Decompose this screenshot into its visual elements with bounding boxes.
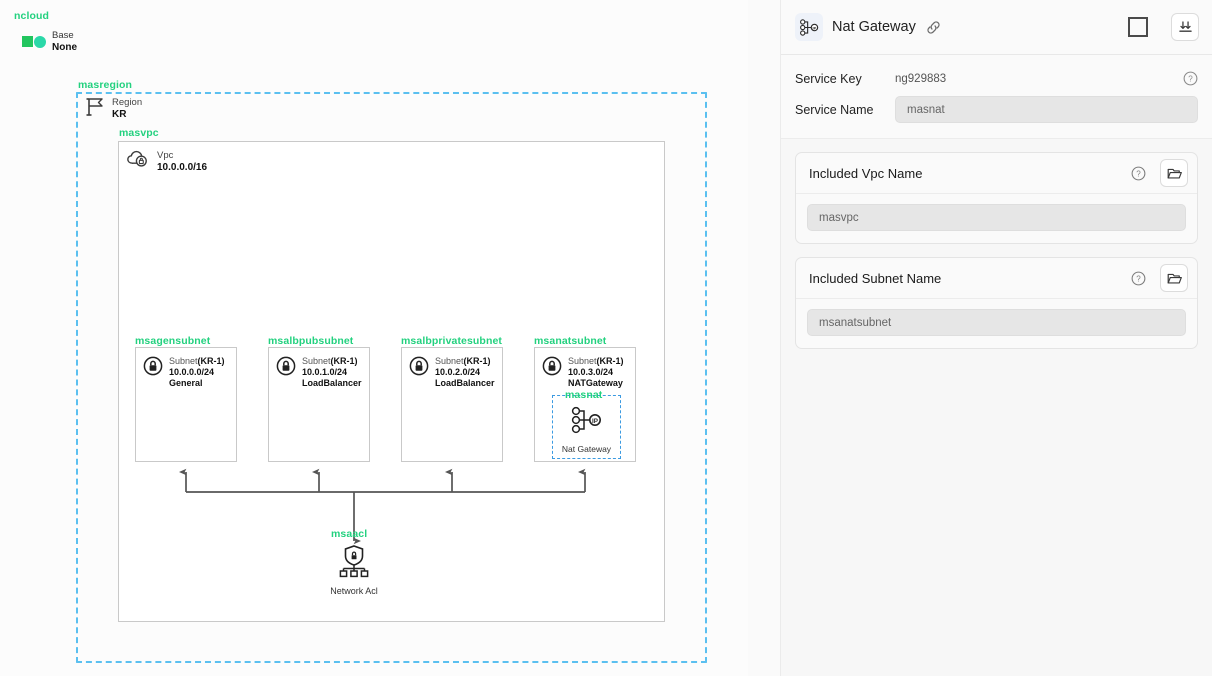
- subnet-text: Subnet(KR-1) 10.0.2.0/24 LoadBalancer: [435, 356, 495, 389]
- panel-title: Nat Gateway: [832, 19, 916, 35]
- subnet-text: Subnet(KR-1) 10.0.3.0/24 NATGateway: [568, 356, 624, 389]
- vpc-cidr: 10.0.0.0/16: [157, 161, 208, 173]
- vpc-node-text: Vpc 10.0.0.0/16: [157, 148, 207, 173]
- lock-icon: [143, 356, 163, 376]
- subnet-type: Subnet: [302, 356, 331, 366]
- group-label-masregion: masregion: [78, 79, 132, 91]
- nat-gateway-icon: IP: [795, 13, 823, 41]
- subnet-zone: (KR-1): [463, 356, 491, 366]
- vpc-cloud-icon: [127, 150, 147, 167]
- included-vpc-name-card: Included Vpc Name ? masvpc: [795, 152, 1198, 244]
- subnet-usage: General: [169, 378, 203, 388]
- subnet-cidr: 10.0.1.0/24: [302, 367, 348, 377]
- link-chain-icon[interactable]: [925, 19, 942, 36]
- subnet-box-msalbprivatesubnet[interactable]: Subnet(KR-1) 10.0.2.0/24 LoadBalancer: [401, 347, 503, 462]
- service-form: Service Key ng929883 ? Service Name masn…: [781, 55, 1212, 139]
- network-acl-caption: Network Acl: [330, 586, 378, 596]
- group-label-msalbprivatesubnet: msalbprivatesubnet: [401, 335, 502, 347]
- region-boundary[interactable]: [76, 92, 707, 663]
- region-node-text: Region KR: [112, 96, 142, 120]
- svg-text:IP: IP: [592, 418, 598, 425]
- base-shape-icon: [22, 35, 46, 48]
- group-label-msaacl: msaacl: [331, 528, 368, 540]
- subnet-type: Subnet: [568, 356, 597, 366]
- network-acl-shield-icon: [339, 545, 369, 578]
- card-header: Included Subnet Name ?: [796, 258, 1197, 299]
- nat-gateway-icon: IP: [570, 405, 604, 440]
- folder-open-icon[interactable]: [1160, 159, 1188, 187]
- subnet-cidr: 10.0.3.0/24: [568, 367, 614, 377]
- subnet-zone: (KR-1): [330, 356, 358, 366]
- group-label-msanatsubnet: msanatsubnet: [534, 335, 607, 347]
- square-icon[interactable]: [1128, 17, 1148, 37]
- group-label-ncloud: ncloud: [14, 10, 50, 22]
- lock-icon: [542, 356, 562, 376]
- question-circle-icon[interactable]: ?: [1131, 271, 1146, 286]
- panel-header: IP Nat Gateway: [781, 0, 1212, 55]
- group-label-masnat: masnat: [565, 389, 603, 401]
- card-body: masvpc: [796, 194, 1197, 243]
- service-key-label: Service Key: [795, 71, 862, 86]
- region-value: KR: [112, 108, 127, 120]
- node-vpc[interactable]: Vpc 10.0.0.0/16: [126, 148, 207, 173]
- lock-icon: [276, 356, 296, 376]
- subnet-usage: LoadBalancer: [435, 378, 495, 388]
- service-name-row: Service Name masnat: [795, 94, 1198, 125]
- align-bottom-icon[interactable]: [1171, 13, 1199, 41]
- question-circle-icon[interactable]: ?: [1183, 71, 1198, 86]
- group-label-masvpc: masvpc: [119, 127, 159, 139]
- nat-gateway-caption: Nat Gateway: [561, 444, 612, 454]
- group-label-msalbpubsubnet: msalbpubsubnet: [268, 335, 354, 347]
- flag-icon: [86, 98, 103, 116]
- svg-text:?: ?: [1136, 169, 1141, 178]
- node-region[interactable]: Region KR: [84, 96, 142, 120]
- properties-panel: IP Nat Gateway Serv: [780, 0, 1212, 676]
- node-network-acl[interactable]: Network Acl: [329, 544, 379, 596]
- card-title: Included Vpc Name: [809, 165, 923, 181]
- base-node-text: Base None: [52, 30, 77, 53]
- vpc-title: Vpc: [157, 150, 174, 161]
- subnet-zone: (KR-1): [197, 356, 225, 366]
- included-subnet-name-field[interactable]: msanatsubnet: [807, 309, 1186, 336]
- subnet-box-msagensubnet[interactable]: Subnet(KR-1) 10.0.0.0/24 General: [135, 347, 237, 462]
- diagram-canvas[interactable]: ncloud Base None masregion: [0, 0, 748, 676]
- subnet-usage: LoadBalancer: [302, 378, 362, 388]
- subnet-box-msalbpubsubnet[interactable]: Subnet(KR-1) 10.0.1.0/24 LoadBalancer: [268, 347, 370, 462]
- subnet-cidr: 10.0.2.0/24: [435, 367, 481, 377]
- subnet-usage: NATGateway: [568, 378, 623, 388]
- subnet-type: Subnet: [169, 356, 198, 366]
- diagram-canvas-wrapper: ncloud Base None masregion: [0, 0, 748, 676]
- included-subnet-name-card: Included Subnet Name ? msanatsubnet: [795, 257, 1198, 349]
- question-circle-icon[interactable]: ?: [1131, 166, 1146, 181]
- card-title: Included Subnet Name: [809, 270, 942, 286]
- service-key-row: Service Key ng929883 ?: [795, 63, 1198, 94]
- service-key-value: ng929883: [895, 72, 947, 85]
- card-header: Included Vpc Name ?: [796, 153, 1197, 194]
- subnet-type: Subnet: [435, 356, 464, 366]
- subnet-text: Subnet(KR-1) 10.0.1.0/24 LoadBalancer: [302, 356, 362, 389]
- card-body: msanatsubnet: [796, 299, 1197, 348]
- service-name-input[interactable]: masnat: [895, 96, 1198, 123]
- svg-text:?: ?: [1188, 75, 1193, 84]
- node-nat-gateway[interactable]: IP Nat Gateway: [552, 395, 621, 459]
- node-base[interactable]: Base None: [22, 30, 77, 53]
- lock-icon: [409, 356, 429, 376]
- subnet-text: Subnet(KR-1) 10.0.0.0/24 General: [169, 356, 225, 389]
- region-title: Region: [112, 97, 143, 108]
- subnet-zone: (KR-1): [596, 356, 624, 366]
- service-name-label: Service Name: [795, 102, 874, 117]
- base-value: None: [52, 41, 77, 53]
- svg-text:?: ?: [1136, 274, 1141, 283]
- included-vpc-name-field[interactable]: masvpc: [807, 204, 1186, 231]
- folder-open-icon[interactable]: [1160, 264, 1188, 292]
- group-label-msagensubnet: msagensubnet: [135, 335, 211, 347]
- base-title: Base: [52, 30, 74, 41]
- subnet-cidr: 10.0.0.0/24: [169, 367, 215, 377]
- svg-text:IP: IP: [812, 25, 816, 30]
